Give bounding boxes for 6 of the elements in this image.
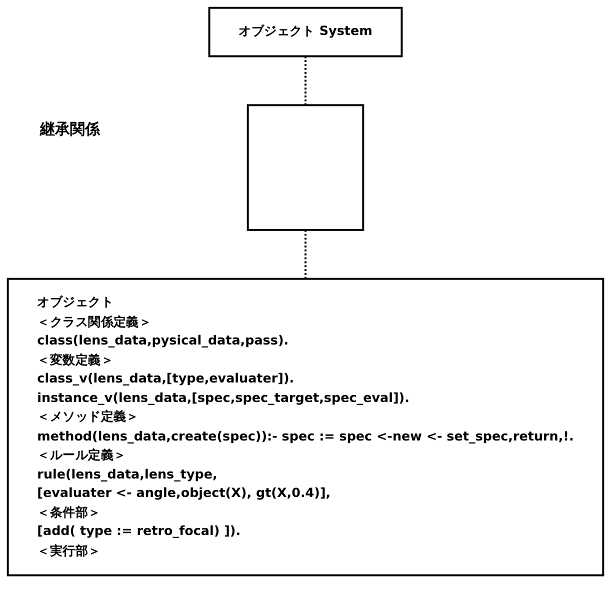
node-box (208, 6, 403, 58)
relation-label: 継承関係 (40, 120, 100, 139)
node-box (6, 278, 604, 576)
connector (304, 56, 306, 106)
node-box (246, 104, 364, 231)
connector (304, 230, 306, 279)
